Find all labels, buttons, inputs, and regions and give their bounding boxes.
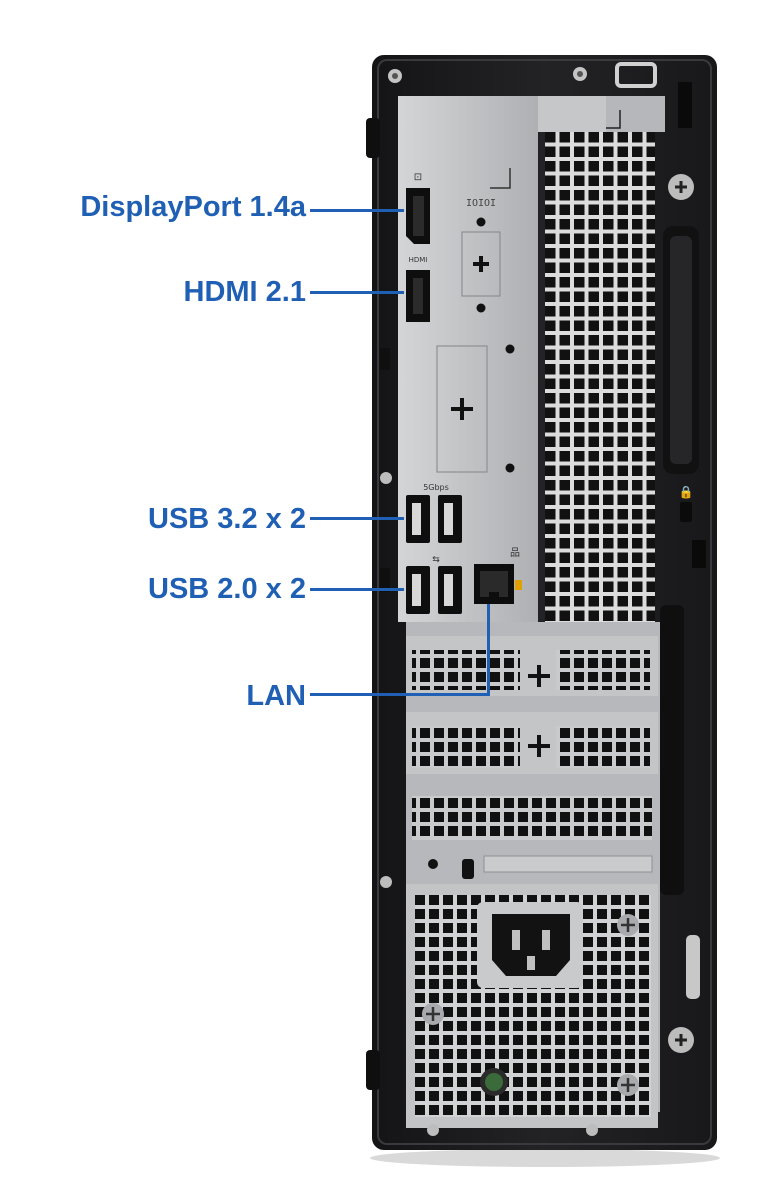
- io-shield: [398, 96, 538, 622]
- thumb-screw-top: [668, 174, 694, 200]
- svg-text:品: 品: [510, 547, 520, 559]
- power-supply: [406, 884, 658, 1128]
- svg-text:5Gbps: 5Gbps: [423, 483, 449, 492]
- top-screw-left: [388, 69, 402, 83]
- lan-port: 品: [474, 547, 522, 604]
- callout-line-usb20: [310, 588, 404, 591]
- callout-line-lan-v: [487, 604, 490, 696]
- callout-usb-2-0: USB 2.0 x 2: [148, 573, 306, 605]
- psu-screw-br: [617, 1074, 639, 1096]
- serial-knockout: IOIOI: [461, 198, 501, 313]
- main-vent-grille: [545, 132, 655, 624]
- expansion-slot-2: [406, 712, 658, 774]
- callout-line-displayport: [310, 209, 404, 212]
- callout-usb-3-2: USB 3.2 x 2: [148, 503, 306, 535]
- callout-line-usb32: [310, 517, 404, 520]
- displayport-port: ⊡: [406, 172, 430, 244]
- callout-line-lan-h: [310, 693, 490, 696]
- expansion-slot-1: [406, 636, 658, 696]
- top-screw-mid: [573, 67, 587, 81]
- callout-hdmi: HDMI 2.1: [183, 276, 306, 308]
- callout-lan: LAN: [246, 680, 306, 712]
- callout-lines: [310, 209, 490, 696]
- usb-3-2-ports: 5Gbps: [406, 483, 462, 543]
- power-socket: [492, 914, 570, 976]
- callout-displayport: DisplayPort 1.4a: [80, 191, 306, 223]
- usb-2-0-ports: ⇆: [406, 555, 462, 614]
- svg-text:⇆: ⇆: [432, 555, 440, 565]
- svg-text:HDMI: HDMI: [409, 256, 428, 264]
- callout-line-hdmi: [310, 291, 404, 294]
- svg-text:⊡: ⊡: [414, 172, 422, 183]
- svg-text:IOIOI: IOIOI: [466, 198, 496, 209]
- lower-vent-row: [412, 796, 652, 840]
- kensington-lock-slot: 🔒: [679, 485, 694, 522]
- psu-test-button: [480, 1068, 508, 1096]
- svg-text:🔒: 🔒: [679, 485, 694, 499]
- video-knockout: [436, 344, 515, 473]
- psu-screw-ml: [422, 1003, 444, 1025]
- padlock-loop: [615, 62, 657, 88]
- floor-shadow: [370, 1149, 720, 1167]
- thumb-screw-bottom: [668, 1027, 694, 1053]
- psu-screw-tr: [617, 914, 639, 936]
- hdmi-port: HDMI: [406, 256, 430, 322]
